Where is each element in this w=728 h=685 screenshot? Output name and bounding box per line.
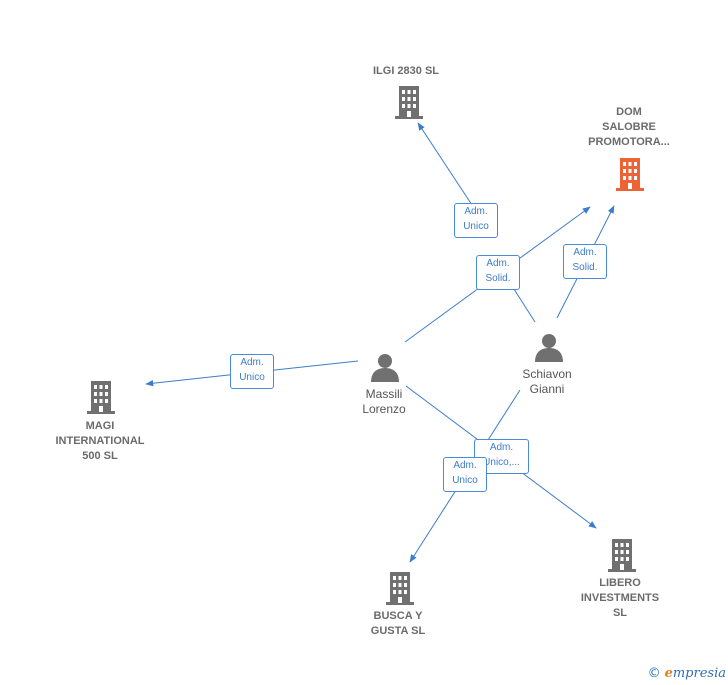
edge-label-line: Solid.	[485, 273, 511, 284]
person-icon	[371, 354, 399, 382]
node-label-dom-salobre[interactable]: DOM SALOBRE PROMOTORA...	[569, 105, 689, 150]
edge-label-line: Adm.	[240, 357, 264, 368]
person-icon	[535, 334, 563, 362]
label-line: SL	[612, 607, 628, 619]
label-line: PROMOTORA...	[588, 136, 670, 148]
node-label-busca[interactable]: BUSCA Y GUSTA SL	[338, 609, 458, 639]
label-line: INTERNATIONAL	[55, 435, 145, 447]
label-line: 500 SL	[82, 450, 118, 462]
label-line: BUSCA Y	[373, 610, 423, 622]
building-icon	[87, 381, 115, 414]
edge-label-line: Unico,...	[483, 457, 520, 468]
edge-label-line: Adm.	[489, 442, 514, 453]
label-line: Schiavon	[522, 367, 572, 381]
label-line: DOM	[616, 106, 642, 118]
edge-massili-ilgi	[417, 122, 473, 206]
label-line: Massili	[365, 387, 403, 401]
building-icon	[616, 158, 644, 191]
label-line: ILGI 2830 SL	[372, 65, 440, 77]
building-icon	[395, 86, 423, 119]
edge-label-line: Adm.	[464, 206, 488, 217]
node-label-massili[interactable]: Massili Lorenzo	[324, 387, 444, 417]
label-line: SALOBRE	[602, 121, 656, 133]
edge-label-schiavon-busca[interactable]: Adm. Unico	[443, 457, 487, 492]
copyright-symbol: ©	[647, 666, 661, 681]
edge-label-schiavon-dom[interactable]: Adm. Solid.	[563, 244, 607, 279]
brand-initial: e	[664, 666, 673, 681]
edge-label-line: Adm.	[486, 258, 510, 269]
node-label-ilgi[interactable]: ILGI 2830 SL	[346, 64, 466, 79]
edge-label-massili-ilgi[interactable]: Adm. Unico	[454, 203, 498, 238]
edge-label-line: Adm.	[453, 460, 477, 471]
building-icon	[386, 572, 414, 605]
edge-label-line: Unico	[463, 221, 489, 232]
edge-label-line: Solid.	[572, 262, 598, 273]
node-label-magi[interactable]: MAGI INTERNATIONAL 500 SL	[40, 419, 160, 464]
edge-label-line: Unico	[452, 475, 478, 486]
label-line: Gianni	[529, 382, 565, 396]
label-line: GUSTA SL	[370, 625, 426, 637]
building-icon	[608, 539, 636, 572]
brand-name: mpresia	[672, 666, 726, 681]
edge-label-line: Unico	[239, 372, 265, 383]
label-line: Lorenzo	[362, 402, 406, 416]
edge-label-line: Adm.	[573, 247, 597, 258]
label-line: LIBERO	[599, 577, 641, 589]
node-label-schiavon[interactable]: Schiavon Gianni	[487, 367, 607, 397]
empresia-watermark: ©empresia	[648, 666, 726, 681]
edge-label-massili-magi[interactable]: Adm. Unico	[230, 354, 274, 389]
label-line: MAGI	[85, 420, 115, 432]
edge-label-massili-dom[interactable]: Adm. Solid.	[476, 255, 520, 290]
node-label-libero[interactable]: LIBERO INVESTMENTS SL	[560, 576, 680, 621]
label-line: INVESTMENTS	[580, 592, 660, 604]
